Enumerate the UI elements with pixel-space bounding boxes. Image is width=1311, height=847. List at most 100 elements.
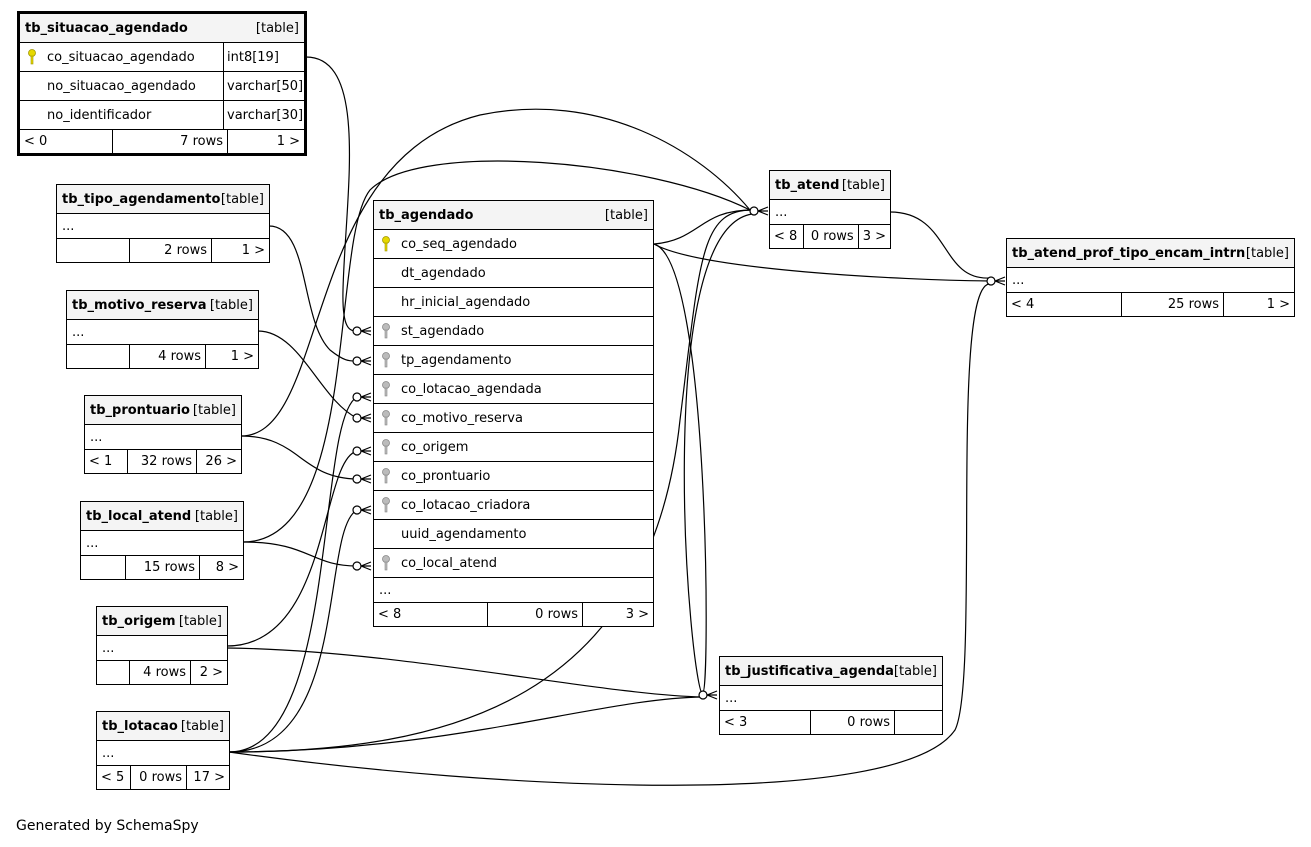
column-row[interactable]: co_lotacao_agendada: [374, 375, 653, 404]
edge-lotacao-to-atend: [228, 209, 753, 753]
foreign-key-icon: [382, 323, 390, 339]
table-tb-prontuario[interactable]: tb_prontuario [table] ... < 1 32 rows 26…: [84, 395, 242, 474]
children-count[interactable]: 26 >: [196, 450, 241, 473]
column-row[interactable]: co_local_atend: [374, 549, 653, 578]
table-footer: < 0 7 rows 1 >: [20, 130, 304, 153]
parents-count[interactable]: [57, 239, 129, 262]
column-row[interactable]: st_agendado: [374, 317, 653, 346]
columns-ellipsis: ...: [720, 686, 942, 711]
parents-count[interactable]: < 0: [24, 134, 48, 149]
children-count[interactable]: 3 >: [582, 603, 653, 626]
row-count: 0 rows: [130, 766, 186, 789]
column-name: uuid_agendamento: [401, 526, 527, 542]
columns-ellipsis: ...: [85, 425, 241, 450]
table-tb-atend[interactable]: tb_atend [table] ... < 8 0 rows 3 >: [769, 170, 891, 249]
edge-agendado-to-atend-prof: [653, 243, 990, 282]
edge-lotacao-to-co-lotacao-criadora: [228, 509, 358, 753]
table-name: tb_justificativa_agenda: [725, 663, 894, 679]
column-row[interactable]: co_seq_agendado: [374, 230, 653, 259]
foreign-key-icon: [382, 410, 390, 426]
table-footer: 4 rows 1 >: [67, 345, 258, 368]
column-name: tp_agendamento: [401, 352, 512, 368]
column-name: no_situacao_agendado: [47, 78, 196, 94]
children-count[interactable]: 1 >: [205, 345, 258, 368]
parents-count[interactable]: < 5: [101, 770, 125, 785]
column-row[interactable]: no_identificador varchar[30]: [20, 101, 304, 130]
table-name: tb_situacao_agendado: [25, 20, 188, 36]
columns-ellipsis: ...: [81, 531, 243, 556]
column-row[interactable]: co_situacao_agendado int8[19]: [20, 43, 304, 72]
children-count[interactable]: 1 >: [211, 239, 269, 262]
table-tb-local-atend[interactable]: tb_local_atend [table] ... 15 rows 8 >: [80, 501, 244, 580]
table-tb-situacao-agendado[interactable]: tb_situacao_agendado [table] co_situacao…: [17, 11, 307, 156]
parents-count[interactable]: < 3: [724, 715, 748, 730]
edge-origem-to-justificativa: [226, 647, 704, 698]
table-header: tb_justificativa_agenda [table]: [720, 657, 942, 686]
columns-ellipsis: ...: [67, 320, 258, 345]
edge-lotacao-to-atend-prof: [228, 283, 990, 786]
table-tb-lotacao[interactable]: tb_lotacao [table] ... < 5 0 rows 17 >: [96, 711, 230, 790]
parents-count[interactable]: [97, 661, 129, 684]
column-row[interactable]: hr_inicial_agendado: [374, 288, 653, 317]
column-row[interactable]: co_motivo_reserva: [374, 404, 653, 433]
table-footer: < 4 25 rows 1 >: [1007, 293, 1294, 316]
columns-ellipsis: ...: [770, 200, 890, 225]
table-name: tb_tipo_agendamento: [62, 191, 221, 207]
children-count[interactable]: 1 >: [227, 130, 304, 153]
parents-count[interactable]: < 8: [774, 229, 798, 244]
table-type: [table]: [1245, 245, 1289, 261]
column-name: co_seq_agendado: [401, 236, 518, 252]
parents-count[interactable]: < 4: [1011, 297, 1035, 312]
column-row[interactable]: uuid_agendamento: [374, 520, 653, 549]
parents-count[interactable]: < 1: [89, 454, 113, 469]
column-row[interactable]: co_prontuario: [374, 462, 653, 491]
table-tb-tipo-agendamento[interactable]: tb_tipo_agendamento [table] ... 2 rows 1…: [56, 184, 270, 263]
columns-ellipsis: ...: [57, 214, 269, 239]
parents-count[interactable]: [67, 345, 129, 368]
column-name: co_prontuario: [401, 468, 491, 484]
table-tb-justificativa-agenda[interactable]: tb_justificativa_agenda [table] ... < 3 …: [719, 656, 943, 735]
children-count[interactable]: 17 >: [186, 766, 229, 789]
table-tb-agendado[interactable]: tb_agendado [table] co_seq_agendado dt_ag…: [373, 200, 654, 627]
table-header: tb_tipo_agendamento [table]: [57, 185, 269, 214]
columns-ellipsis: ...: [374, 578, 653, 603]
edge-agendado-to-justificativa: [653, 243, 707, 693]
table-tb-atend-prof-tipo-encam-intrn[interactable]: tb_atend_prof_tipo_encam_intrn [table] .…: [1006, 238, 1295, 317]
column-row[interactable]: tp_agendamento: [374, 346, 653, 375]
row-count: 25 rows: [1121, 293, 1223, 316]
column-name: co_motivo_reserva: [401, 410, 523, 426]
table-name: tb_agendado: [379, 207, 474, 223]
column-row[interactable]: co_origem: [374, 433, 653, 462]
children-count[interactable]: 1 >: [1223, 293, 1294, 316]
row-count: 0 rows: [810, 711, 894, 734]
table-name: tb_local_atend: [86, 508, 192, 524]
table-name: tb_origem: [102, 613, 176, 629]
column-name: co_lotacao_criadora: [401, 497, 531, 513]
edge-end-marker: [352, 356, 362, 366]
edge-prontuario-to-co-prontuario: [240, 435, 358, 480]
children-count[interactable]: 3 >: [857, 225, 890, 248]
column-row[interactable]: no_situacao_agendado varchar[50]: [20, 72, 304, 101]
table-tb-motivo-reserva[interactable]: tb_motivo_reserva [table] ... 4 rows 1 >: [66, 290, 259, 369]
table-tb-origem[interactable]: tb_origem [table] ... 4 rows 2 >: [96, 606, 228, 685]
column-name: co_situacao_agendado: [47, 49, 195, 65]
column-row[interactable]: co_lotacao_criadora: [374, 491, 653, 520]
table-footer: < 5 0 rows 17 >: [97, 766, 229, 789]
table-name: tb_motivo_reserva: [72, 297, 207, 313]
children-count[interactable]: [894, 711, 942, 734]
row-count: 7 rows: [112, 130, 227, 153]
column-row[interactable]: dt_agendado: [374, 259, 653, 288]
parents-count[interactable]: [81, 556, 125, 579]
children-count[interactable]: 8 >: [199, 556, 243, 579]
foreign-key-icon: [382, 468, 390, 484]
parents-count[interactable]: < 8: [378, 607, 402, 622]
table-footer: 2 rows 1 >: [57, 239, 269, 262]
edge-end-marker: [352, 326, 362, 336]
children-count[interactable]: 2 >: [190, 661, 227, 684]
table-header: tb_agendado [table]: [374, 201, 653, 230]
edge-end-marker: [352, 392, 362, 402]
table-footer: 15 rows 8 >: [81, 556, 243, 579]
edge-situacao-to-st-agendado: [305, 56, 358, 332]
edge-origem-to-co-origem: [226, 450, 358, 647]
edge-end-marker: [352, 446, 362, 456]
